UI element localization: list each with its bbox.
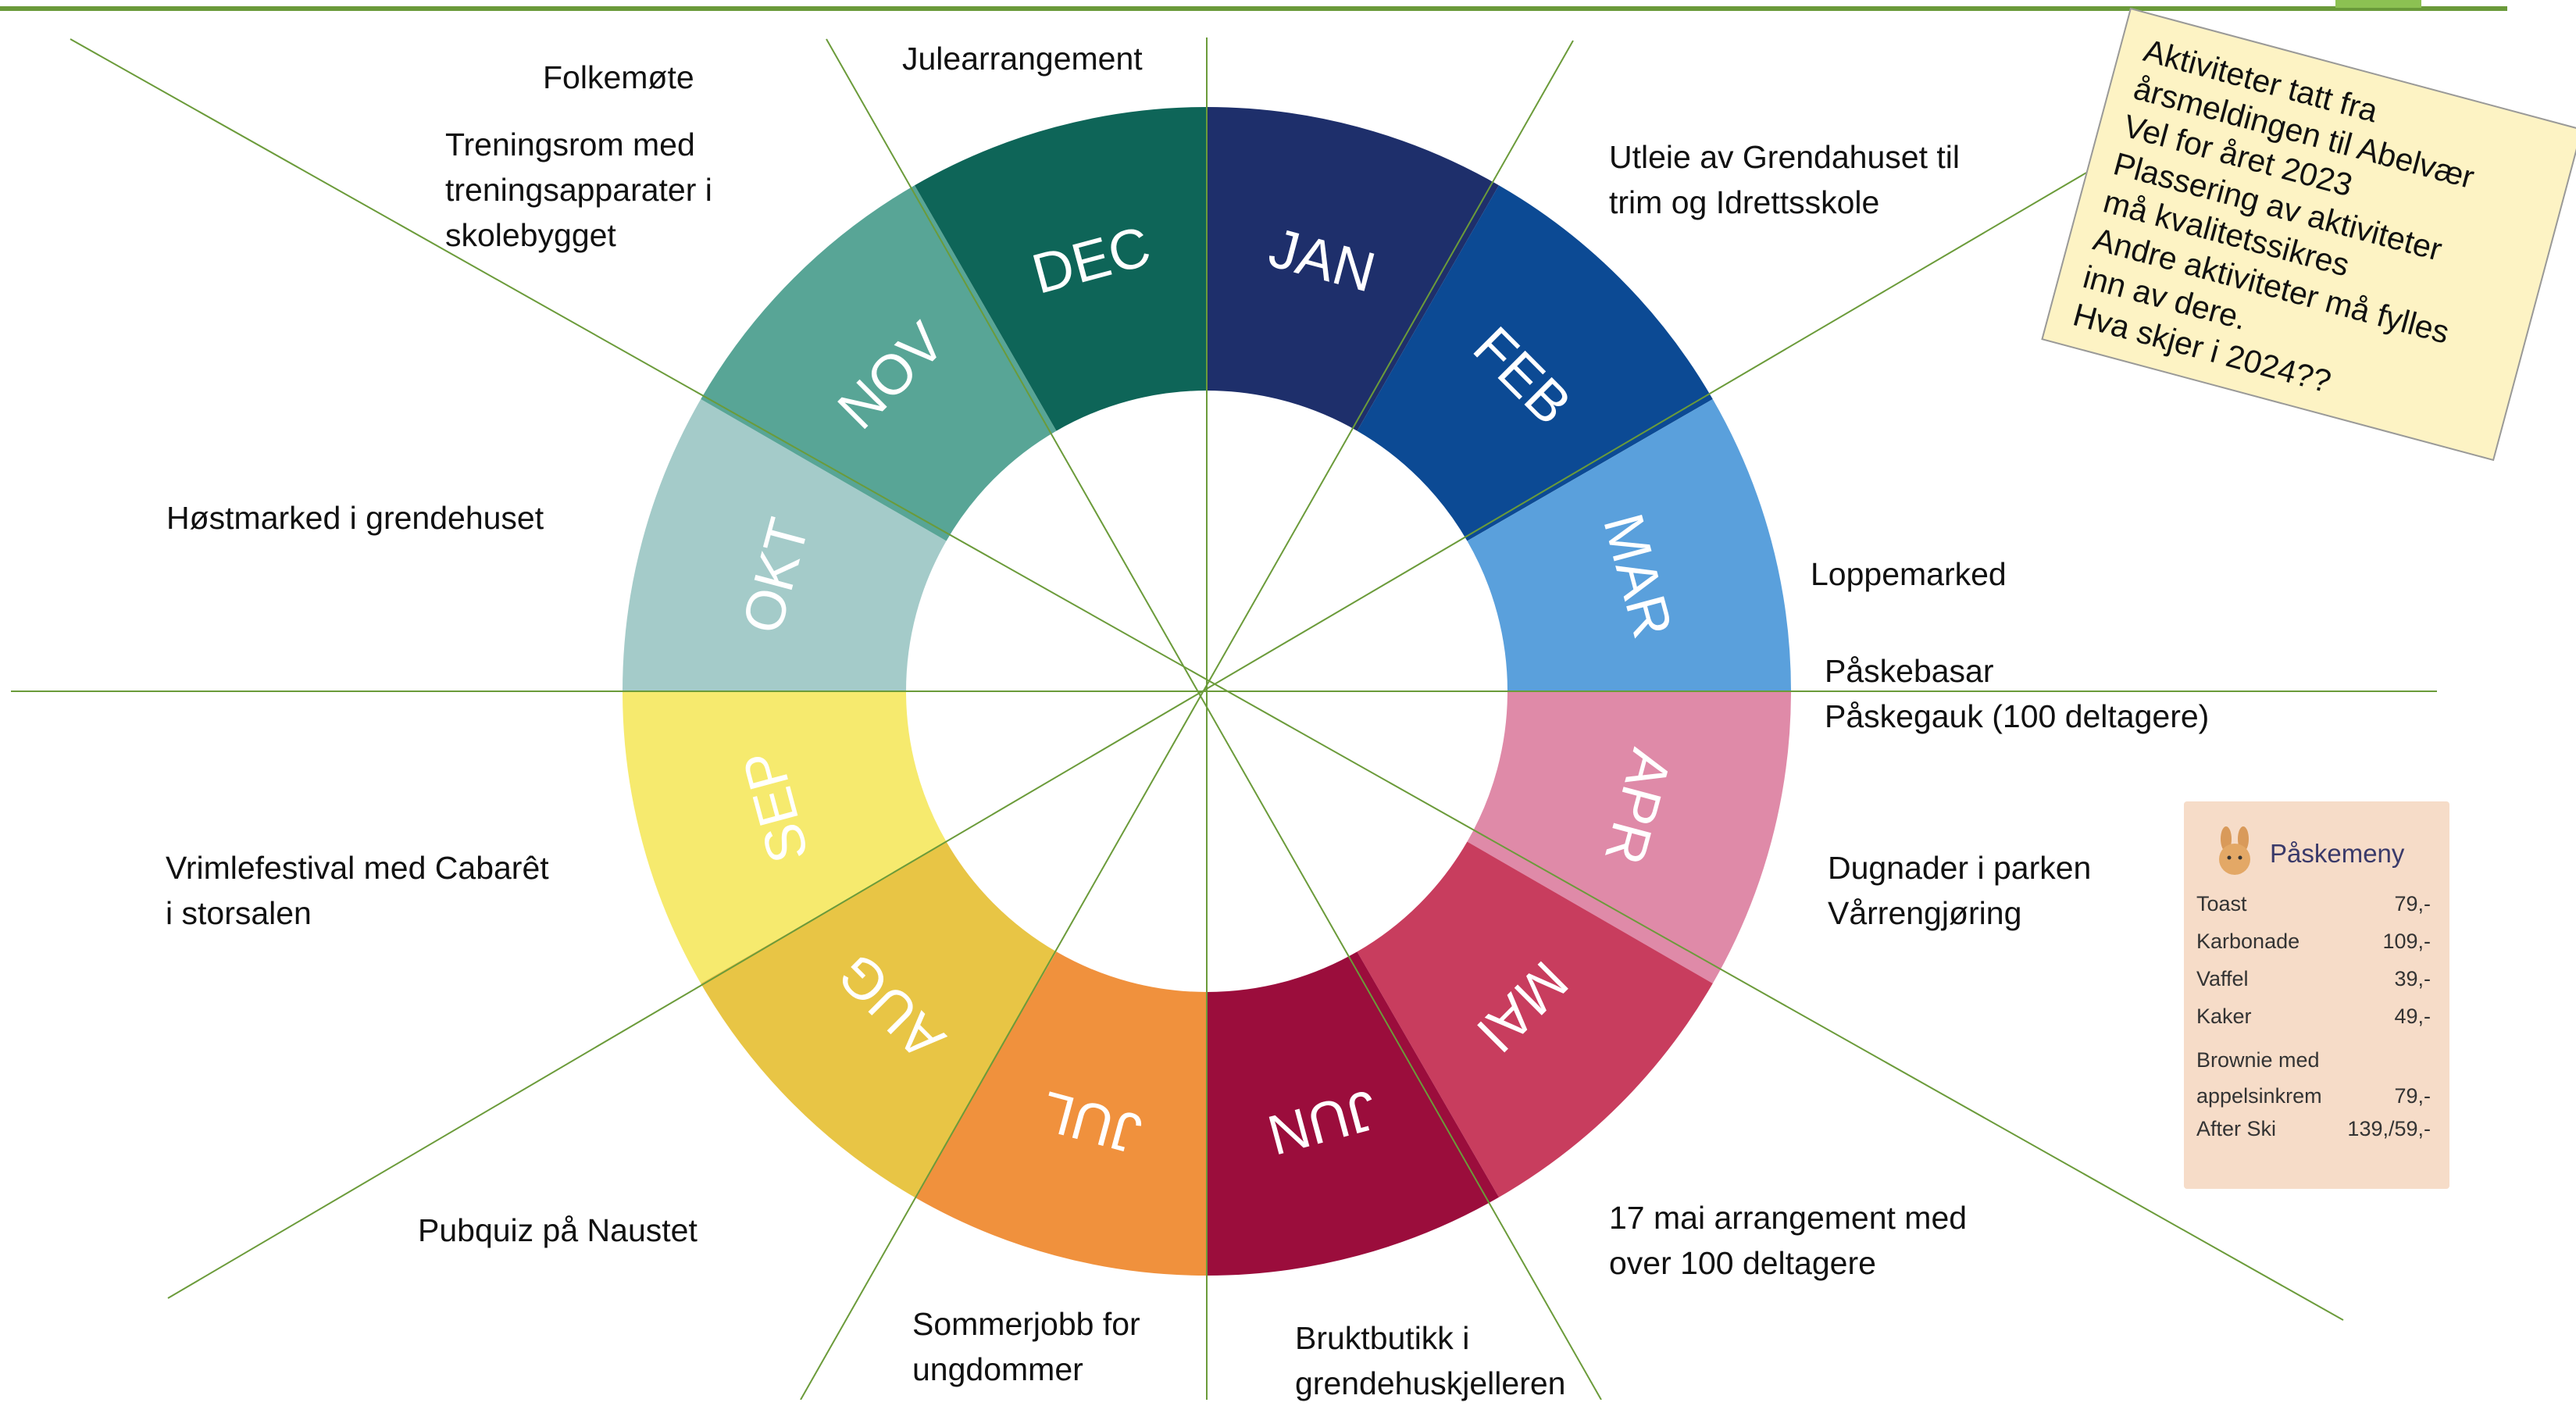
top-accent-bar — [2335, 0, 2421, 8]
menu-item: After Ski 139,/59,- — [2196, 1117, 2431, 1141]
top-divider-line — [0, 6, 2507, 11]
menu-item-name: Brownie med appelsinkrem — [2196, 1048, 2322, 1108]
divider-line — [70, 38, 2344, 1321]
bunny-icon — [2219, 826, 2250, 875]
month-segment-mai — [1357, 841, 1713, 1197]
menu-item-price: 109,- — [2382, 930, 2431, 953]
label-paske: Påskebasar Påskegauk (100 deltagere) — [1825, 653, 2210, 734]
month-segment-sep — [623, 691, 947, 983]
divider-line — [167, 163, 2102, 1299]
menu-item-name: Toast — [2196, 892, 2247, 915]
menu-item: Karbonade 109,- — [2196, 930, 2431, 954]
menu-item: Toast 79,- — [2196, 892, 2431, 916]
label-17-mai: 17 mai arrangement med over 100 deltager… — [1609, 1200, 1968, 1281]
easter-menu-photo: Påskemeny Toast 79,- Karbonade 109,- Vaffe… — [2184, 801, 2449, 1189]
label-julearrangement: Julearrangement — [902, 41, 1143, 77]
menu-item-price: 49,- — [2394, 1005, 2431, 1028]
menu-item-name: Karbonade — [2196, 930, 2300, 953]
month-segments — [623, 107, 1791, 1276]
label-hostmarked: Høstmarked i grendehuset — [166, 500, 544, 536]
menu-item: Kaker 49,- — [2196, 1005, 2431, 1029]
month-segment-jan — [1207, 107, 1499, 431]
menu-item: Brownie med appelsinkrem 79,- — [2196, 1042, 2431, 1114]
menu-item-price: 39,- — [2394, 967, 2431, 990]
menu-title: Påskemeny — [2270, 839, 2405, 868]
label-bruktbutikk: Bruktbutikk i grendehuskjelleren — [1295, 1320, 1566, 1401]
label-utleie: Utleie av Grendahuset til trim og Idrett… — [1609, 139, 1960, 220]
menu-item-name: Vaffel — [2196, 967, 2249, 990]
menu-item-name: Kaker — [2196, 1005, 2252, 1028]
menu-item-price: 139,/59,- — [2347, 1117, 2431, 1140]
menu-item: Vaffel 39,- — [2196, 967, 2431, 991]
label-pubquiz: Pubquiz på Naustet — [418, 1212, 698, 1248]
menu-item-price: 79,- — [2394, 1084, 2431, 1108]
divider-line — [826, 38, 1602, 1400]
label-folkemote: Folkemøte — [543, 59, 694, 95]
divider-line — [800, 40, 1574, 1400]
month-segment-okt — [623, 399, 947, 691]
month-segment-apr — [1467, 691, 1791, 983]
label-treningsrom: Treningsrom med treningsapparater i skol… — [445, 127, 712, 253]
month-segment-feb — [1357, 185, 1713, 541]
month-segment-nov — [701, 185, 1057, 541]
menu-item-price: 79,- — [2394, 892, 2431, 915]
month-segment-aug — [701, 841, 1057, 1197]
label-sommerjobb: Sommerjobb for ungdommer — [912, 1306, 1140, 1387]
month-segment-jun — [1207, 951, 1499, 1276]
month-segment-mar — [1467, 399, 1791, 691]
menu-item-name: After Ski — [2196, 1117, 2277, 1140]
divider-lines — [11, 37, 2437, 1400]
label-dugnader: Dugnader i parken Vårrengjøring — [1828, 850, 2092, 931]
label-loppemarked: Loppemarked — [1811, 556, 2007, 592]
month-segment-jul — [915, 951, 1207, 1276]
month-segment-dec — [915, 107, 1207, 431]
label-vrimlefestival: Vrimlefestival med Cabarêt i storsalen — [166, 850, 549, 931]
